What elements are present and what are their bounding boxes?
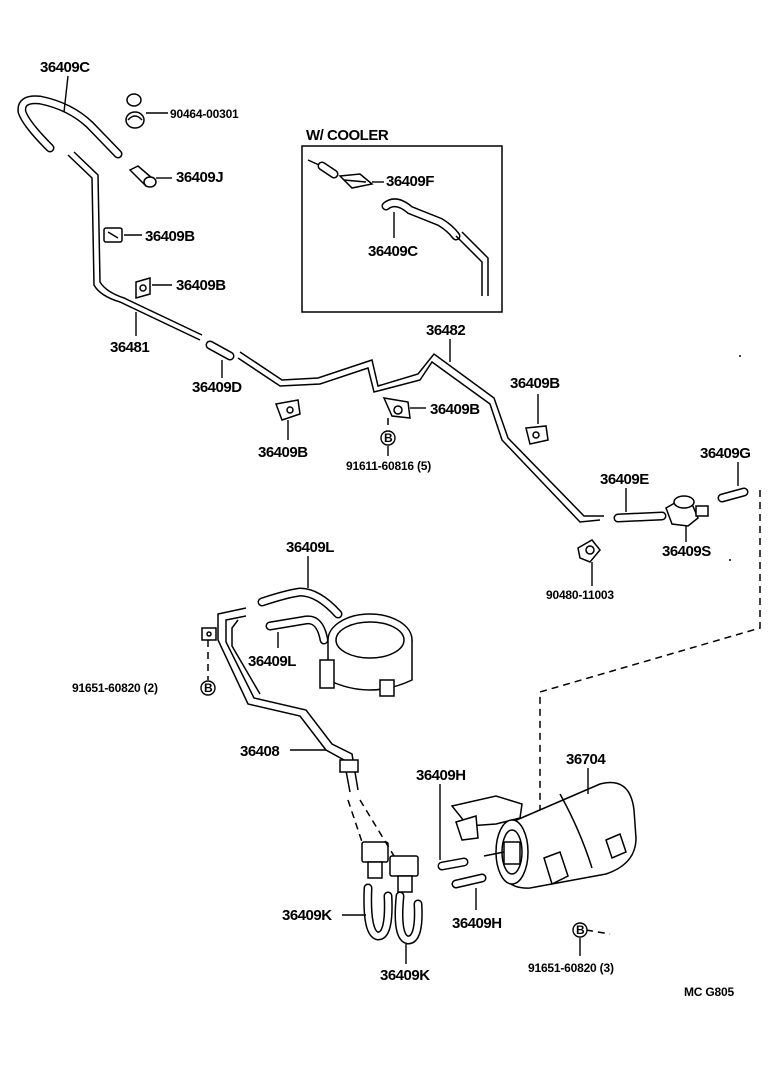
label-36409k-2: 36409K bbox=[380, 967, 430, 984]
hose-36409d[interactable] bbox=[205, 340, 235, 361]
label-36409h-2: 36409H bbox=[452, 915, 502, 932]
label-91611: 91611-60816 (5) bbox=[346, 459, 431, 473]
pipe-36408[interactable] bbox=[217, 607, 359, 793]
label-90464: 90464-00301 bbox=[170, 107, 239, 121]
hose-36409e[interactable] bbox=[613, 511, 667, 523]
fitting-36409j[interactable] bbox=[128, 165, 157, 188]
clip-90464-00301[interactable] bbox=[125, 93, 145, 129]
hose-36409g[interactable] bbox=[717, 487, 749, 503]
inset-frame bbox=[301, 145, 503, 313]
label-36409e: 36409E bbox=[600, 471, 649, 488]
label-91651-a: 91651-60820 (2) bbox=[72, 681, 158, 695]
clamp-36409b-5[interactable] bbox=[525, 425, 549, 445]
label-36409j: 36409J bbox=[176, 169, 223, 186]
label-36409d: 36409D bbox=[192, 379, 242, 396]
inset-title: W/ COOLER bbox=[306, 127, 389, 144]
speck bbox=[729, 559, 731, 561]
label-36409g: 36409G bbox=[700, 445, 750, 462]
bracket-91651-a[interactable] bbox=[201, 627, 217, 641]
hose-36409h-2[interactable] bbox=[451, 873, 487, 889]
label-36481: 36481 bbox=[110, 339, 149, 356]
dash-bolt-c bbox=[585, 929, 611, 935]
svg-text:B: B bbox=[384, 431, 393, 445]
valve-36409s[interactable] bbox=[665, 495, 709, 527]
throttle-body bbox=[319, 613, 413, 697]
hose-36409h-1[interactable] bbox=[437, 857, 469, 871]
label-36409f: 36409F bbox=[386, 173, 434, 190]
clamp-36409b-3[interactable] bbox=[274, 399, 301, 421]
clamp-36409b-4[interactable] bbox=[382, 397, 411, 419]
label-36704: 36704 bbox=[566, 751, 606, 768]
label-36409b-1: 36409B bbox=[145, 228, 195, 245]
hose-36409l-1[interactable] bbox=[257, 587, 343, 619]
label-36409l-2: 36409L bbox=[248, 653, 296, 670]
pipe-36481[interactable] bbox=[67, 151, 203, 341]
svg-text:B: B bbox=[576, 923, 585, 937]
bolt-marker-c: B bbox=[572, 922, 588, 938]
label-91651-b: 91651-60820 (3) bbox=[528, 961, 614, 975]
vsv-valves bbox=[347, 799, 419, 893]
label-36409b-5: 36409B bbox=[510, 375, 560, 392]
hose-36409c-top[interactable] bbox=[17, 95, 123, 159]
speck bbox=[739, 355, 741, 357]
clamp-36409b-1[interactable] bbox=[103, 227, 123, 243]
bolt-marker-b: B bbox=[200, 680, 216, 696]
label-36482: 36482 bbox=[426, 322, 465, 339]
label-36409k-1: 36409K bbox=[282, 907, 332, 924]
label-36409c-top: 36409C bbox=[40, 59, 90, 76]
pipe-36482[interactable] bbox=[237, 351, 604, 523]
label-36409l-1: 36409L bbox=[286, 539, 334, 556]
label-36409s: 36409S bbox=[662, 543, 711, 560]
charcoal-canister-36704[interactable] bbox=[450, 781, 637, 889]
inset-w-cooler bbox=[301, 145, 503, 313]
bolt-marker-a: B bbox=[380, 430, 396, 446]
bracket-36408 bbox=[339, 759, 359, 773]
grommet-90480-11003[interactable] bbox=[577, 539, 601, 563]
label-36409b-2: 36409B bbox=[176, 277, 226, 294]
figure-code: MC G805 bbox=[684, 985, 734, 999]
hose-36409l-2[interactable] bbox=[265, 615, 329, 645]
label-36409c-inset: 36409C bbox=[368, 243, 418, 260]
label-36409h-1: 36409H bbox=[416, 767, 466, 784]
label-36409b-3: 36409B bbox=[258, 444, 308, 461]
label-36409b-4: 36409B bbox=[430, 401, 480, 418]
dash-connection-canister bbox=[539, 490, 761, 830]
hose-36409k-2[interactable] bbox=[394, 891, 423, 945]
svg-text:B: B bbox=[204, 681, 213, 695]
hose-36409k-1[interactable] bbox=[363, 883, 393, 941]
leader-36409c-top bbox=[63, 75, 69, 113]
clamp-36409f[interactable] bbox=[338, 173, 374, 189]
label-36408: 36408 bbox=[240, 743, 279, 760]
clamp-36409b-2[interactable] bbox=[135, 277, 151, 299]
label-90480: 90480-11003 bbox=[546, 588, 614, 602]
